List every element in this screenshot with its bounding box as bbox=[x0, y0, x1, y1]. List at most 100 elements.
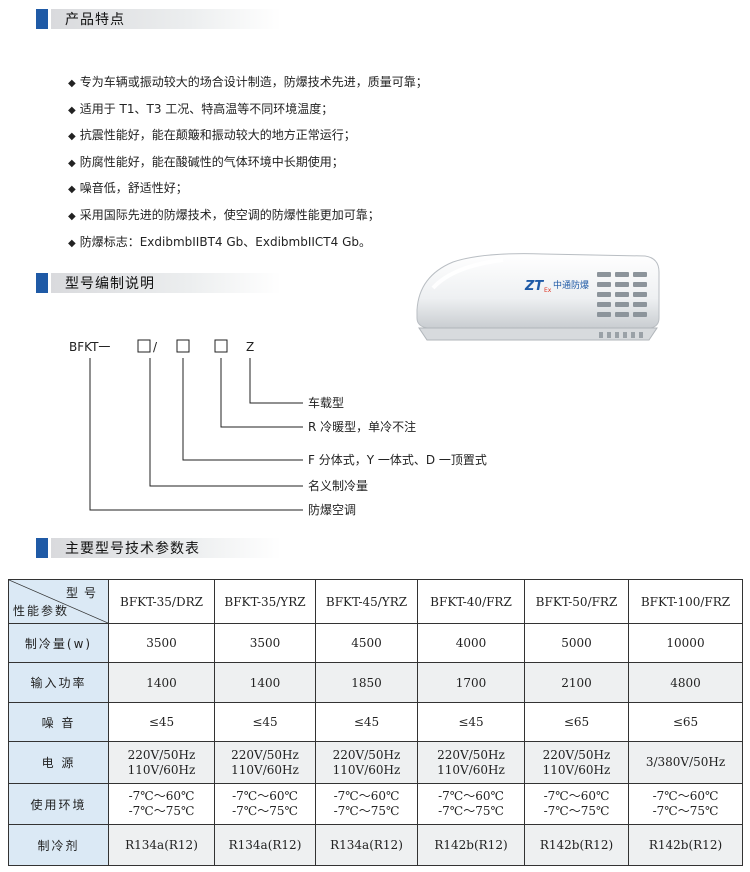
table-cell: 1850 bbox=[315, 662, 418, 703]
list-item: ◆防腐性能好，能在酸碱性的气体环境中长期使用； bbox=[68, 154, 344, 169]
table-cell: 1700 bbox=[417, 662, 525, 703]
feature-list: ◆专为车辆或振动较大的场合设计制造，防爆技术先进，质量可靠； ◆适用于 T1、T… bbox=[68, 70, 428, 256]
connector-lines bbox=[89, 358, 303, 511]
list-item: ◆采用国际先进的防爆技术，使空调的防爆性能更加可靠； bbox=[68, 207, 380, 222]
diamond-bullet-icon: ◆ bbox=[68, 237, 76, 249]
table-cell: 1400 bbox=[214, 662, 316, 703]
diamond-bullet-icon: ◆ bbox=[68, 78, 76, 89]
table-cell: R142b(R12) bbox=[417, 824, 525, 866]
row-label: 制冷量(w) bbox=[8, 623, 109, 663]
section-header-table: 主要型号技术参数表 bbox=[36, 538, 281, 558]
table-corner-cell: 型号 性能参数 bbox=[8, 579, 109, 624]
table-cell: -7℃～60℃-7℃～75℃ bbox=[417, 783, 525, 825]
diamond-bullet-icon: ◆ bbox=[68, 184, 76, 196]
table-cell: R142b(R12) bbox=[524, 824, 629, 866]
section-header-model: 型号编制说明 bbox=[36, 273, 281, 293]
spec-table: 型号 性能参数 BFKT-35/DRZ BFKT-35/YRZ BFKT-45/… bbox=[8, 579, 743, 866]
code-suffix: Z bbox=[246, 340, 254, 354]
section-marker bbox=[36, 273, 48, 293]
model-prefix: BFKT一 bbox=[69, 340, 110, 354]
table-cell: R134a(R12) bbox=[108, 824, 215, 866]
code-box bbox=[176, 339, 190, 353]
table-cell: 3500 bbox=[108, 623, 215, 663]
table-cell: ≤45 bbox=[417, 702, 525, 742]
logo-mark: ZT bbox=[524, 279, 544, 294]
table-row: 使用环境 -7℃～60℃-7℃～75℃ -7℃～60℃-7℃～75℃ -7℃～6… bbox=[8, 783, 743, 825]
diamond-bullet-icon: ◆ bbox=[68, 157, 76, 169]
column-header: BFKT-35/DRZ bbox=[108, 579, 215, 624]
table-cell: ≤45 bbox=[108, 702, 215, 742]
table-cell: -7℃～60℃-7℃～75℃ bbox=[524, 783, 629, 825]
code-box bbox=[214, 339, 228, 353]
table-cell: 4500 bbox=[315, 623, 418, 663]
table-cell: 3/380V/50Hz bbox=[628, 741, 743, 784]
column-header: BFKT-100/FRZ bbox=[628, 579, 743, 624]
logo-sub: Ex bbox=[544, 287, 552, 294]
column-header: BFKT-40/FRZ bbox=[417, 579, 525, 624]
section-marker bbox=[36, 538, 48, 558]
code-box bbox=[137, 339, 151, 353]
row-label: 电 源 bbox=[8, 741, 109, 784]
list-item: ◆防爆标志：ExdibmbIIBT4 Gb、ExdibmbIICT4 Gb。 bbox=[68, 234, 371, 249]
brand-name: 中通防爆 bbox=[553, 279, 589, 291]
table-row: 制冷剂 R134a(R12) R134a(R12) R134a(R12) R14… bbox=[8, 824, 743, 866]
table-row: 制冷量(w) 3500 3500 4500 4000 5000 10000 bbox=[8, 623, 743, 663]
code-label: R 冷暖型，单冷不注 bbox=[308, 419, 416, 434]
table-row: 输入功率 1400 1400 1850 1700 2100 4800 bbox=[8, 662, 743, 703]
row-label: 噪 音 bbox=[8, 702, 109, 742]
code-label: F 分体式，Y 一体式、D 一顶置式 bbox=[308, 453, 487, 467]
table-cell: ≤45 bbox=[214, 702, 316, 742]
diamond-bullet-icon: ◆ bbox=[68, 104, 76, 116]
section-title: 型号编制说明 bbox=[51, 273, 281, 293]
list-item: ◆适用于 T1、T3 工况、特高温等不同环境温度； bbox=[68, 101, 334, 116]
diagonal-line bbox=[9, 580, 108, 623]
column-header: BFKT-45/YRZ bbox=[315, 579, 418, 624]
table-cell: -7℃～60℃-7℃～75℃ bbox=[315, 783, 418, 825]
corner-bottom-label: 性能参数 bbox=[13, 604, 70, 618]
table-cell: 10000 bbox=[628, 623, 743, 663]
diamond-bullet-icon: ◆ bbox=[68, 210, 76, 222]
table-header-row: 型号 性能参数 BFKT-35/DRZ BFKT-35/YRZ BFKT-45/… bbox=[8, 579, 743, 624]
list-item: ◆专为车辆或振动较大的场合设计制造，防爆技术先进，质量可靠； bbox=[68, 75, 428, 89]
table-cell: 1400 bbox=[108, 662, 215, 703]
column-header: BFKT-35/YRZ bbox=[214, 579, 316, 624]
row-label: 输入功率 bbox=[8, 662, 109, 703]
table-cell: ≤65 bbox=[524, 702, 629, 742]
corner-top-label: 型号 bbox=[65, 586, 102, 600]
table-cell: 5000 bbox=[524, 623, 629, 663]
code-label: 防爆空调 bbox=[308, 502, 356, 517]
table-cell: -7℃～60℃-7℃～75℃ bbox=[214, 783, 316, 825]
section-title: 产品特点 bbox=[51, 9, 281, 29]
table-cell: R142b(R12) bbox=[628, 824, 743, 866]
table-cell: 3500 bbox=[214, 623, 316, 663]
table-cell: R134a(R12) bbox=[315, 824, 418, 866]
row-label: 制冷剂 bbox=[8, 824, 109, 866]
table-cell: 4000 bbox=[417, 623, 525, 663]
code-label: 名义制冷量 bbox=[308, 478, 368, 493]
diamond-bullet-icon: ◆ bbox=[68, 131, 76, 143]
code-label: 车载型 bbox=[308, 395, 344, 410]
row-label: 使用环境 bbox=[8, 783, 109, 825]
model-code-diagram: BFKT一 / Z 车载型 R 冷暖型，单冷不注 F 分体式，Y 一体式、D 一… bbox=[69, 339, 487, 517]
section-marker bbox=[36, 9, 48, 29]
table-cell: ≤65 bbox=[628, 702, 743, 742]
code-slash: / bbox=[153, 340, 158, 354]
table-cell: ≤45 bbox=[315, 702, 418, 742]
section-title: 主要型号技术参数表 bbox=[51, 538, 281, 558]
column-header: BFKT-50/FRZ bbox=[524, 579, 629, 624]
list-item: ◆噪音低，舒适性好； bbox=[68, 181, 188, 196]
table-cell: -7℃～60℃-7℃～75℃ bbox=[628, 783, 743, 825]
table-cell: -7℃～60℃-7℃～75℃ bbox=[108, 783, 215, 825]
table-row: 噪 音 ≤45 ≤45 ≤45 ≤45 ≤65 ≤65 bbox=[8, 702, 743, 742]
table-cell: 2100 bbox=[524, 662, 629, 703]
list-item: ◆抗震性能好，能在颠簸和振动较大的地方正常运行； bbox=[68, 128, 356, 143]
table-cell: 4800 bbox=[628, 662, 743, 703]
product-image: ZT Ex 中通防爆 bbox=[416, 253, 660, 341]
section-header-features: 产品特点 bbox=[36, 9, 281, 29]
table-cell: R134a(R12) bbox=[214, 824, 316, 866]
